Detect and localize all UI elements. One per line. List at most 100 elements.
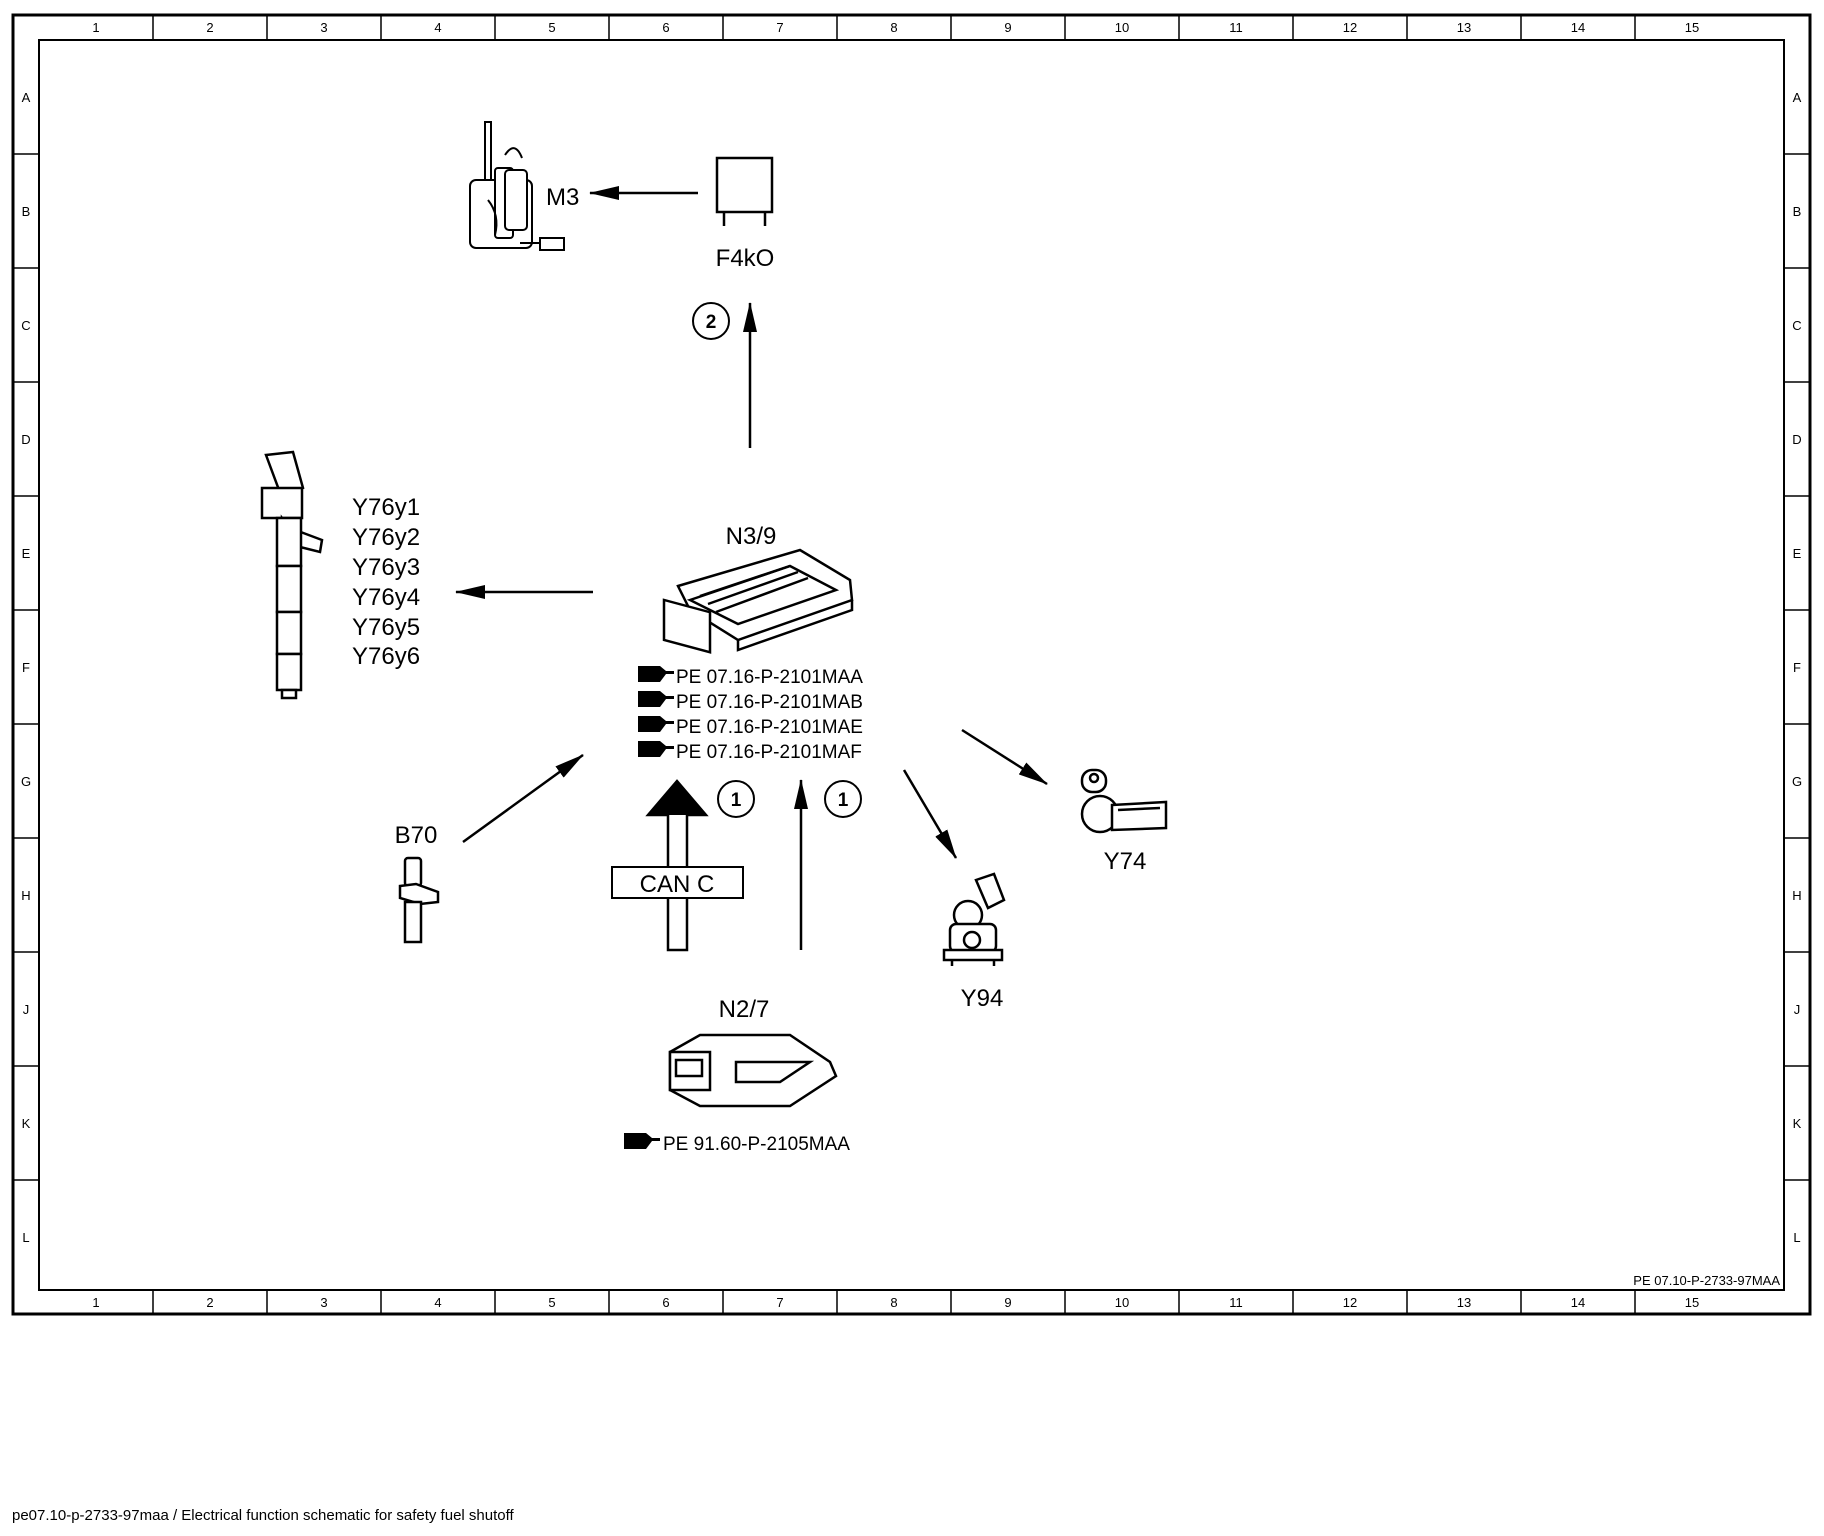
grid-row-label-right-L: L — [1793, 1230, 1800, 1245]
grid-row-label-left-C: C — [21, 318, 30, 333]
signal-marker-2: 2 — [692, 302, 730, 340]
relay-icon — [715, 156, 774, 226]
n3-9-reference-1: PE 07.16-P-2101MAA — [676, 667, 863, 688]
can-c-bus: CAN C — [611, 779, 744, 952]
y76y2-label: Y76y2 — [352, 524, 420, 551]
grid-column-label-top-13: 13 — [1457, 20, 1471, 35]
fuel-pump-icon — [469, 121, 565, 251]
grid-column-label-bottom-4: 4 — [434, 1295, 441, 1310]
grid-column-label-top-6: 6 — [662, 20, 669, 35]
y76y6-label: Y76y6 — [352, 643, 420, 670]
grid-column-label-top-10: 10 — [1115, 20, 1129, 35]
pressure-regulator-icon — [1080, 768, 1168, 834]
grid-labels: 1122334455667788991010111112121313141415… — [21, 20, 1802, 1310]
drawing-frame — [11, 13, 1812, 1316]
figure-caption: pe07.10-p-2733-97maa / Electrical functi… — [12, 1507, 514, 1524]
svg-text:1: 1 — [838, 790, 849, 811]
arrow-n3-9-to-y74 — [961, 728, 1048, 786]
grid-column-label-bottom-5: 5 — [548, 1295, 555, 1310]
grid-row-label-right-A: A — [1793, 90, 1802, 105]
quantity-control-valve-icon — [942, 872, 1006, 966]
y76y3-label: Y76y3 — [352, 554, 420, 581]
arrow-b70-to-n3-9 — [462, 753, 584, 844]
reference-icon — [624, 1133, 660, 1149]
grid-column-label-top-3: 3 — [320, 20, 327, 35]
b70-label: B70 — [395, 822, 438, 849]
grid-row-label-right-C: C — [1792, 318, 1801, 333]
grid-column-label-bottom-15: 15 — [1685, 1295, 1699, 1310]
m3-label: M3 — [546, 184, 579, 211]
n2-7-reference: PE 91.60-P-2105MAA — [624, 1133, 850, 1155]
grid-row-label-right-J: J — [1794, 1002, 1801, 1017]
grid-row-label-left-J: J — [23, 1002, 30, 1017]
grid-column-label-bottom-1: 1 — [92, 1295, 99, 1310]
arrow-n3-9-to-y94 — [902, 769, 958, 859]
grid-column-label-bottom-3: 3 — [320, 1295, 327, 1310]
reference-icon — [638, 741, 674, 757]
grid-column-label-top-2: 2 — [206, 20, 213, 35]
grid-column-label-bottom-14: 14 — [1571, 1295, 1585, 1310]
grid-column-label-top-4: 4 — [434, 20, 441, 35]
grid-row-label-right-E: E — [1793, 546, 1802, 561]
y76y4-label: Y76y4 — [352, 584, 420, 611]
grid-row-label-right-B: B — [1793, 204, 1802, 219]
signal-marker-1b: 1 — [824, 780, 862, 818]
y94-label: Y94 — [961, 985, 1004, 1012]
grid-column-label-top-1: 1 — [92, 20, 99, 35]
grid-lines — [13, 15, 1810, 1314]
n3-9-label: N3/9 — [726, 523, 777, 550]
y76y5-label: Y76y5 — [352, 614, 420, 641]
y76y1-label: Y76y1 — [352, 494, 420, 521]
grid-column-label-bottom-2: 2 — [206, 1295, 213, 1310]
signal-marker-1a: 1 — [717, 780, 755, 818]
grid-column-label-bottom-6: 6 — [662, 1295, 669, 1310]
n3-9-reference-3: PE 07.16-P-2101MAE — [676, 717, 863, 738]
n2-7-reference-text: PE 91.60-P-2105MAA — [663, 1134, 850, 1155]
reference-icon — [638, 716, 674, 732]
grid-row-label-left-F: F — [22, 660, 30, 675]
restraint-control-unit-icon — [668, 1033, 838, 1108]
grid-column-label-bottom-12: 12 — [1343, 1295, 1357, 1310]
grid-column-label-top-9: 9 — [1004, 20, 1011, 35]
grid-row-label-left-D: D — [21, 432, 30, 447]
grid-column-label-top-12: 12 — [1343, 20, 1357, 35]
n2-7-label: N2/7 — [719, 996, 770, 1023]
crankshaft-sensor-icon — [398, 856, 440, 944]
n3-9-references: PE 07.16-P-2101MAA PE 07.16-P-2101MAB PE… — [638, 666, 863, 763]
grid-row-label-left-G: G — [21, 774, 31, 789]
grid-column-label-bottom-13: 13 — [1457, 1295, 1471, 1310]
grid-row-label-left-L: L — [22, 1230, 29, 1245]
grid-column-label-top-14: 14 — [1571, 20, 1585, 35]
grid-column-label-top-5: 5 — [548, 20, 555, 35]
signal-lines — [455, 186, 1048, 950]
grid-row-label-right-F: F — [1793, 660, 1801, 675]
reference-icon — [638, 666, 674, 682]
grid-column-label-top-7: 7 — [776, 20, 783, 35]
y74-label: Y74 — [1104, 848, 1147, 875]
grid-row-label-left-K: K — [22, 1116, 31, 1131]
y76-labels: Y76y1 Y76y2 Y76y3 Y76y4 Y76y5 Y76y6 — [352, 494, 420, 670]
grid-column-label-top-15: 15 — [1685, 20, 1699, 35]
grid-column-label-bottom-10: 10 — [1115, 1295, 1129, 1310]
grid-row-label-left-E: E — [22, 546, 31, 561]
svg-text:1: 1 — [731, 790, 742, 811]
n3-9-reference-4: PE 07.16-P-2101MAF — [676, 742, 862, 763]
grid-row-label-right-K: K — [1793, 1116, 1802, 1131]
grid-row-label-left-H: H — [21, 888, 30, 903]
grid-row-label-right-H: H — [1792, 888, 1801, 903]
grid-row-label-left-B: B — [22, 204, 31, 219]
svg-text:2: 2 — [706, 312, 717, 333]
drawing-number: PE 07.10-P-2733-97MAA — [1633, 1273, 1780, 1288]
grid-column-label-bottom-7: 7 — [776, 1295, 783, 1310]
can-c-label: CAN C — [640, 871, 715, 898]
grid-column-label-bottom-11: 11 — [1229, 1295, 1243, 1310]
grid-row-label-left-A: A — [22, 90, 31, 105]
grid-column-label-bottom-9: 9 — [1004, 1295, 1011, 1310]
ecu-icon — [662, 548, 854, 654]
injector-icon — [260, 450, 324, 700]
grid-column-label-top-11: 11 — [1229, 20, 1243, 35]
grid-column-label-bottom-8: 8 — [890, 1295, 897, 1310]
f4ko-label: F4kO — [716, 245, 775, 272]
n3-9-reference-2: PE 07.16-P-2101MAB — [676, 692, 863, 713]
